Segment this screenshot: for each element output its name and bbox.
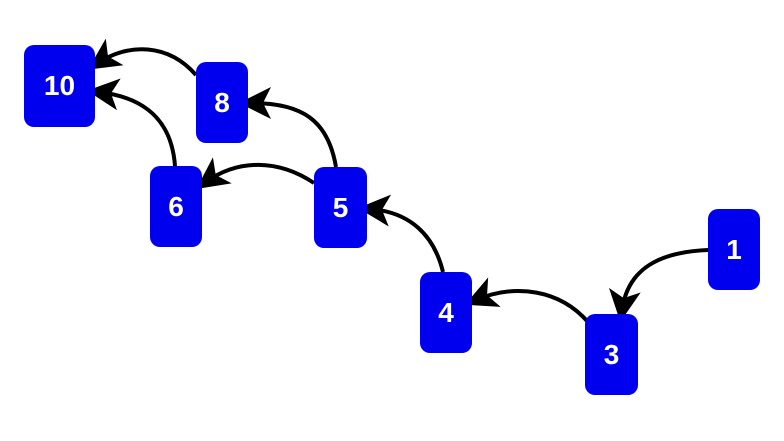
node-1: 1 bbox=[708, 209, 760, 290]
edge-4-to-5 bbox=[358, 194, 445, 273]
edge-5-to-8 bbox=[239, 87, 338, 168]
node-5: 5 bbox=[314, 167, 367, 248]
edge-6-to-10 bbox=[87, 78, 177, 167]
node-4: 4 bbox=[420, 272, 472, 353]
edge-3-to-4 bbox=[464, 277, 590, 324]
node-3: 3 bbox=[585, 314, 638, 395]
edge-5-to-6 bbox=[196, 157, 316, 189]
edge-1-to-3 bbox=[609, 248, 709, 322]
node-10: 10 bbox=[24, 45, 95, 127]
node-6: 6 bbox=[150, 166, 202, 247]
node-8: 8 bbox=[196, 62, 248, 143]
edge-8-to-10 bbox=[88, 38, 198, 77]
